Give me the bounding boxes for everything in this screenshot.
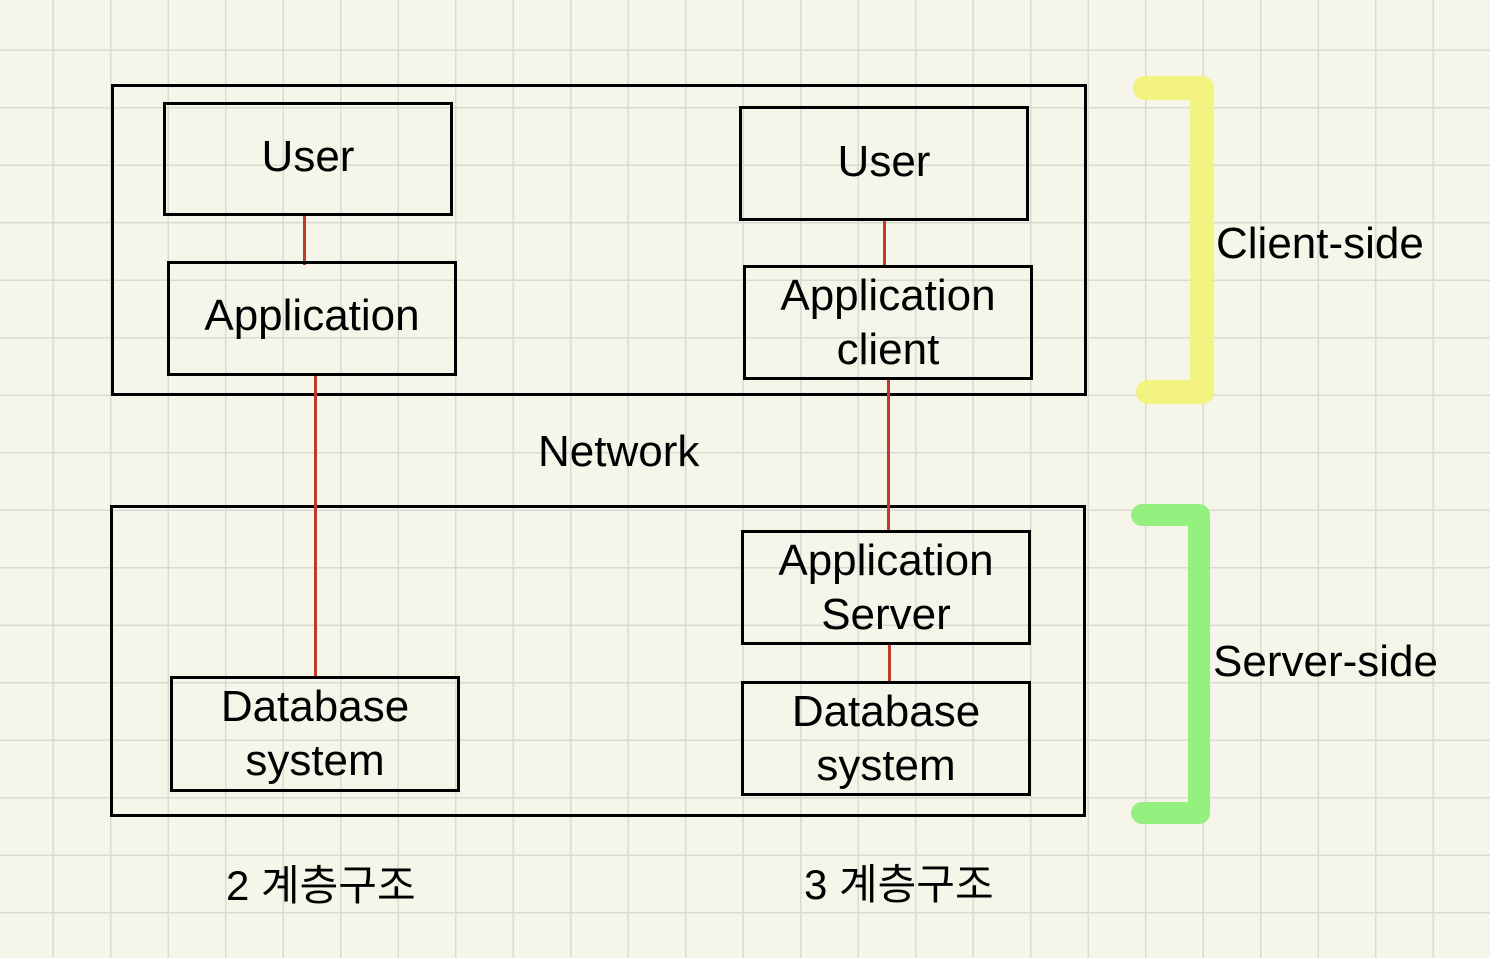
tier2-application-label: Application <box>204 290 420 340</box>
tier3-app-server-label-2: Server <box>821 589 951 639</box>
tier2-user-label: User <box>261 132 355 181</box>
server-side-group <box>110 505 1086 817</box>
client-side-group <box>111 84 1087 396</box>
tier3-app-server-box: Application Server <box>741 530 1031 645</box>
connector-2tier-user-application <box>303 215 306 265</box>
tier3-database-label-1: Database <box>791 686 981 736</box>
server-side-label: Server-side <box>1213 637 1438 686</box>
network-label: Network <box>538 427 700 476</box>
tier3-app-client-box: Application client <box>743 265 1033 380</box>
connector-3tier-appserver-database <box>888 643 891 684</box>
tier3-user-label: User <box>837 136 931 186</box>
tier2-user-box: User <box>163 102 453 216</box>
client-side-label: Client-side <box>1216 219 1424 268</box>
connector-3tier-user-appclient <box>883 220 886 268</box>
server-side-bracket <box>1131 504 1210 824</box>
three-tier-caption: 3 계층구조 <box>804 861 994 908</box>
connector-3tier-appclient-appserver <box>887 378 890 533</box>
two-tier-caption: 2 계층구조 <box>226 862 416 909</box>
tier3-database-label-2: system <box>816 740 956 790</box>
tier2-database-box: Database system <box>170 676 460 792</box>
tier3-app-client-label-2: client <box>836 324 940 374</box>
tier3-app-server-label-1: Application <box>778 535 994 585</box>
connector-2tier-application-database <box>314 374 317 679</box>
tier2-application-box: Application <box>167 261 457 376</box>
tier3-user-box: User <box>739 106 1029 221</box>
tier3-database-box: Database system <box>741 681 1031 796</box>
tier3-app-client-label-1: Application <box>780 270 996 320</box>
tier2-database-label-1: Database <box>220 682 410 731</box>
client-side-bracket <box>1133 76 1214 404</box>
tier2-database-label-2: system <box>245 736 385 785</box>
